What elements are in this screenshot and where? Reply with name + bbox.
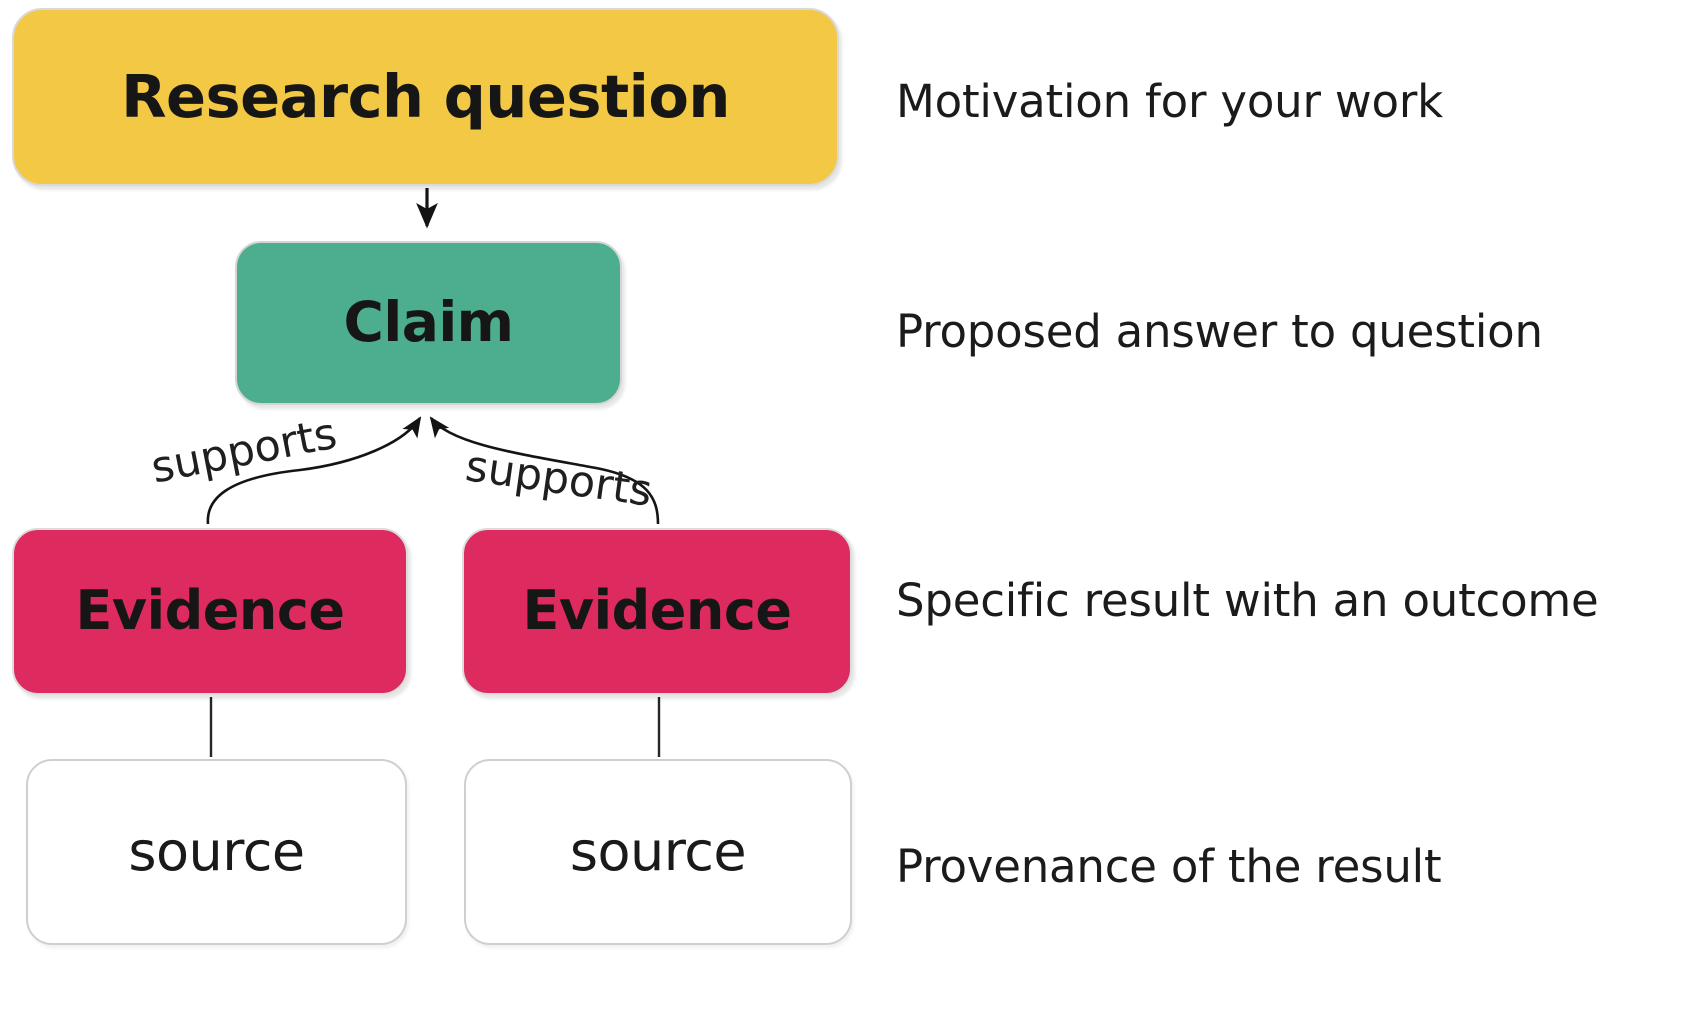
node-evidence-2-label: Evidence [522,579,792,643]
node-source-2-label: source [569,819,747,883]
annotation-research-question: Motivation for your work [896,75,1443,128]
node-source-1[interactable]: source [26,759,407,945]
node-research-question[interactable]: Research question [12,8,839,186]
annotation-claim: Proposed answer to question [896,305,1543,358]
annotation-source: Provenance of the result [896,840,1442,893]
node-evidence-2[interactable]: Evidence [462,528,852,695]
node-source-2[interactable]: source [464,759,852,945]
node-research-question-label: Research question [121,62,730,132]
node-source-1-label: source [128,819,305,883]
node-claim-label: Claim [343,290,515,355]
node-evidence-1[interactable]: Evidence [12,528,408,695]
edge-label-supports-left: supports [147,408,341,494]
node-claim[interactable]: Claim [235,241,622,405]
edge-label-supports-right: supports [462,441,656,517]
annotation-evidence: Specific result with an outcome [896,574,1599,627]
node-evidence-1-label: Evidence [75,579,345,643]
